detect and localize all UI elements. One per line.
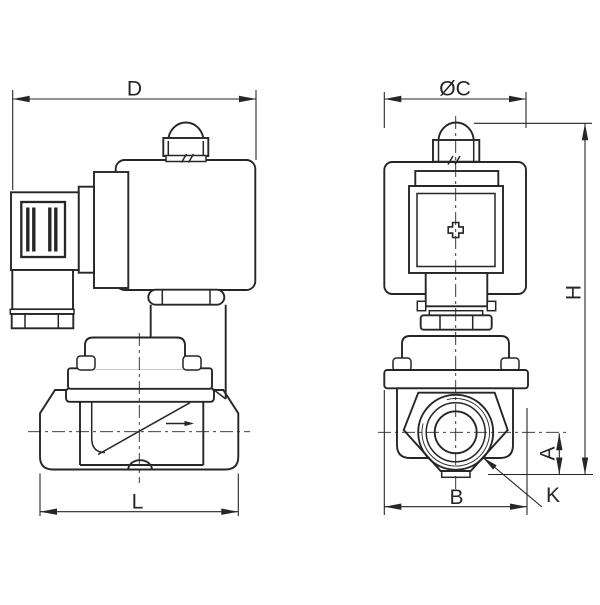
bonnet-bolt-right [182,355,202,371]
coil-bracket [93,171,130,289]
flow-arrow-head [184,420,194,427]
dimension-c: ØC [383,78,527,128]
valve-internals [79,402,205,470]
dim-label-l: L [132,491,144,514]
dimension-a: A [537,433,563,475]
connector-stem [77,185,95,274]
coil-body-side [114,159,257,291]
solenoid-tube [149,304,227,400]
top-cap [162,121,210,163]
dim-label-a: A [537,446,560,460]
arrowhead [239,95,256,103]
arrowhead [40,508,57,515]
armature-tube-front [416,272,497,331]
callout-k: K [482,457,560,508]
dim-label-d: D [127,78,142,101]
dim-label-k: K [546,484,560,507]
bonnet-bolt-left [76,355,96,371]
bonnet-side [84,336,186,369]
dimension-h: H [563,123,589,475]
dimension-l: L [39,473,239,516]
arrowhead [221,508,239,515]
leader-arrowhead [483,457,497,470]
drain-boss [127,459,153,470]
arrowhead [12,95,30,103]
coil-retaining-nut [147,288,226,306]
bonnet-flange-lower [65,387,215,403]
thread-circle [421,398,491,467]
arrowhead [384,95,402,103]
bonnet-flange-upper [67,367,213,390]
right-front-view: ØC [378,78,593,515]
left-side-view: D [9,78,257,516]
arrowhead [581,123,589,141]
dim-label-c: ØC [439,78,471,101]
din-connector [9,191,80,330]
arrowhead [510,503,527,510]
arrowhead [384,503,402,510]
dimension-b: B [383,390,528,515]
dimension-d: D [12,78,257,190]
dim-label-h: H [563,285,586,300]
arrowhead [556,457,563,475]
arrowhead [556,433,563,451]
arrowhead [581,457,589,475]
arrowhead [509,95,526,103]
coil-top-plate [414,170,500,187]
dim-label-b: B [449,486,463,509]
